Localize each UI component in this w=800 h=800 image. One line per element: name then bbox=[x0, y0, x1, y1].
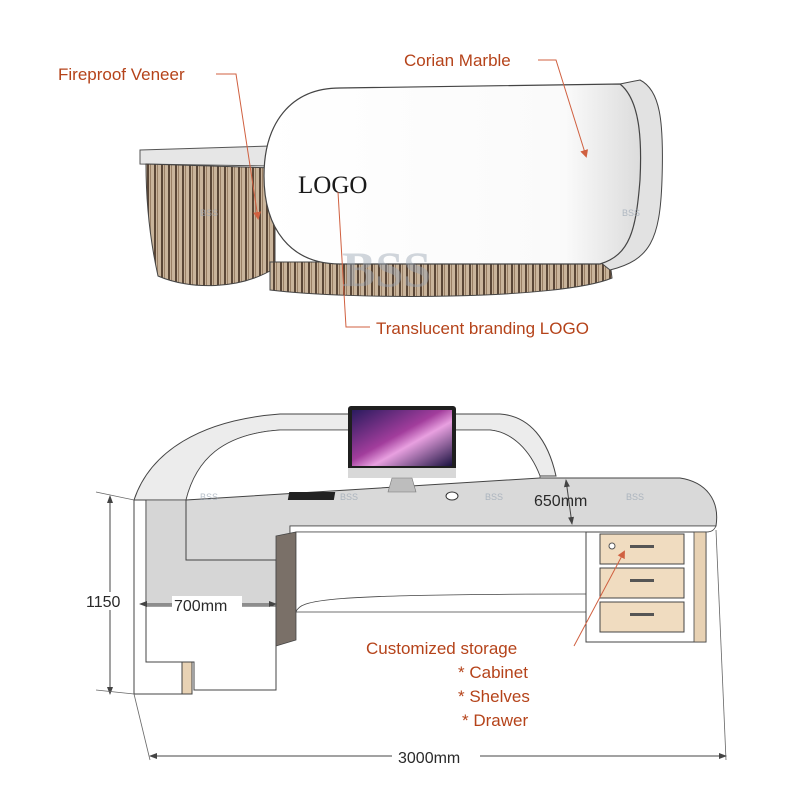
drawer-handle bbox=[630, 545, 654, 548]
leader-veneer bbox=[216, 73, 262, 220]
drawer-3 bbox=[599, 601, 685, 633]
mouse-icon bbox=[445, 491, 459, 501]
drawer-handle bbox=[630, 613, 654, 616]
drawer-2 bbox=[599, 567, 685, 599]
logo-mark: LOGO bbox=[298, 172, 367, 199]
watermark-small: BSS bbox=[622, 208, 640, 218]
bottom-desk-view: BSS BSS BSS BSS BSS BSS 1150 700mm 650mm… bbox=[80, 208, 727, 767]
dim-width-ext-left bbox=[133, 693, 151, 761]
label-fireproof-veneer: Fireproof Veneer bbox=[58, 65, 185, 84]
label-corian-marble: Corian Marble bbox=[404, 51, 511, 70]
desk-knee-curve bbox=[295, 593, 587, 613]
drawer-1 bbox=[599, 533, 685, 565]
drawer-lock-icon bbox=[608, 542, 616, 550]
dim-right-depth-label: 650mm bbox=[534, 493, 587, 510]
dim-width-ext-right bbox=[715, 529, 727, 761]
top-desk-view: LOGO Fireproof Veneer Corian Marble Tran… bbox=[58, 51, 663, 338]
label-storage-shelves: * Shelves bbox=[458, 687, 530, 706]
dim-height-ext-bottom bbox=[95, 689, 135, 695]
desk-knee-space bbox=[295, 531, 587, 613]
leader-storage bbox=[573, 550, 625, 647]
drawer-handle bbox=[630, 579, 654, 582]
label-storage-cabinet: * Cabinet bbox=[458, 663, 528, 682]
label-storage-drawer: * Drawer bbox=[462, 711, 528, 730]
watermark-big: BSS bbox=[342, 241, 431, 297]
left-wood-plinth bbox=[181, 661, 193, 695]
dim-height-ext-top bbox=[95, 491, 135, 501]
watermark-small: BSS bbox=[200, 492, 218, 502]
fireproof-veneer-panel bbox=[145, 163, 276, 287]
dim-left-depth-label: 700mm bbox=[174, 598, 227, 615]
watermark-small: BSS bbox=[626, 492, 644, 502]
monitor-icon bbox=[348, 406, 456, 493]
dim-height-label: 1150 bbox=[86, 594, 121, 611]
dim-width-label: 3000mm bbox=[398, 750, 460, 767]
label-customized-storage: Customized storage bbox=[366, 639, 517, 658]
watermark-small: BSS bbox=[485, 492, 503, 502]
desk-support bbox=[275, 531, 297, 647]
leader-marble bbox=[538, 59, 589, 158]
pedestal-side-wood bbox=[693, 531, 707, 643]
label-translucent-logo: Translucent branding LOGO bbox=[376, 319, 589, 338]
watermark-small: BSS bbox=[340, 492, 358, 502]
leader-logo bbox=[337, 191, 370, 328]
dim-right-depth-line bbox=[563, 479, 575, 525]
veneer-countertop bbox=[139, 145, 273, 167]
corian-marble-front bbox=[263, 83, 642, 265]
watermark-small: BSS bbox=[200, 208, 218, 218]
keyboard-icon bbox=[287, 492, 336, 500]
veneer-plinth bbox=[269, 261, 613, 297]
